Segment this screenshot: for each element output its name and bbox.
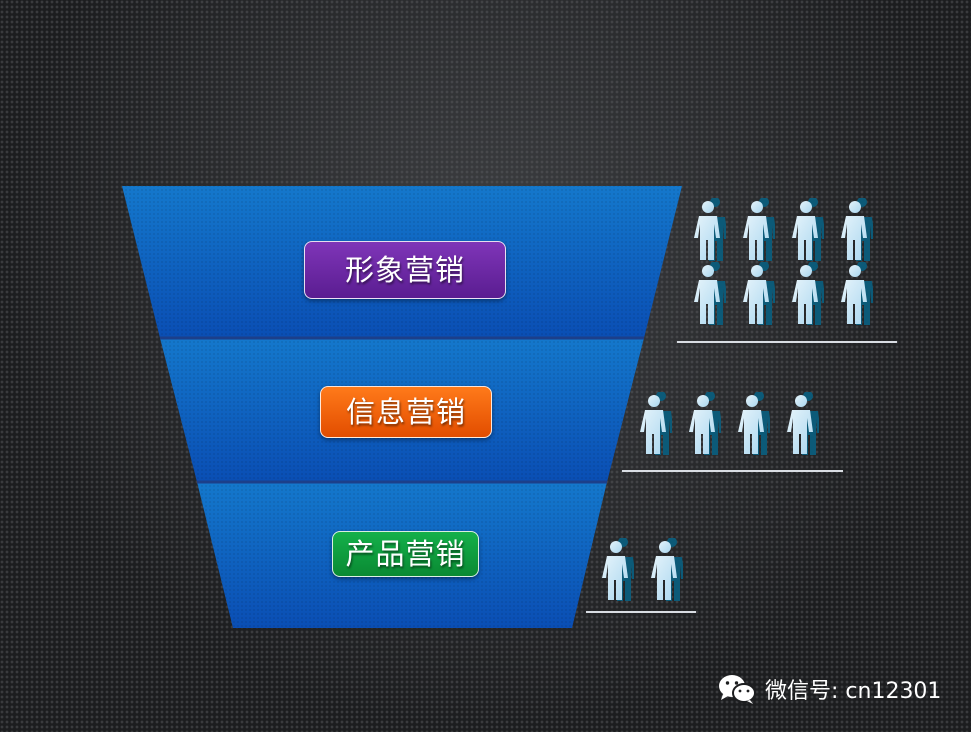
stage-label-info-marketing: 信息营销: [320, 386, 492, 438]
person-icon: [788, 197, 826, 264]
person-icon: [598, 537, 636, 604]
person-icon: [739, 261, 777, 328]
people-baseline: [677, 341, 897, 343]
person-icon: [685, 391, 723, 458]
person-icon: [788, 261, 826, 328]
person-icon: [837, 197, 875, 264]
people-baseline: [622, 470, 843, 472]
person-icon: [690, 197, 728, 264]
person-icon: [837, 261, 875, 328]
people-baseline: [586, 611, 696, 613]
person-icon: [734, 391, 772, 458]
person-icon: [739, 197, 777, 264]
stage-label-image-marketing: 形象营销: [304, 241, 506, 299]
wechat-icon: [719, 675, 756, 704]
stage-label-product-marketing: 产品营销: [332, 531, 479, 577]
person-icon: [647, 537, 685, 604]
person-icon: [690, 261, 728, 328]
person-icon: [636, 391, 674, 458]
wechat-id-text: 微信号: cn12301: [765, 679, 942, 704]
wechat-watermark: 微信号: cn12301: [717, 672, 941, 706]
person-icon: [783, 391, 821, 458]
